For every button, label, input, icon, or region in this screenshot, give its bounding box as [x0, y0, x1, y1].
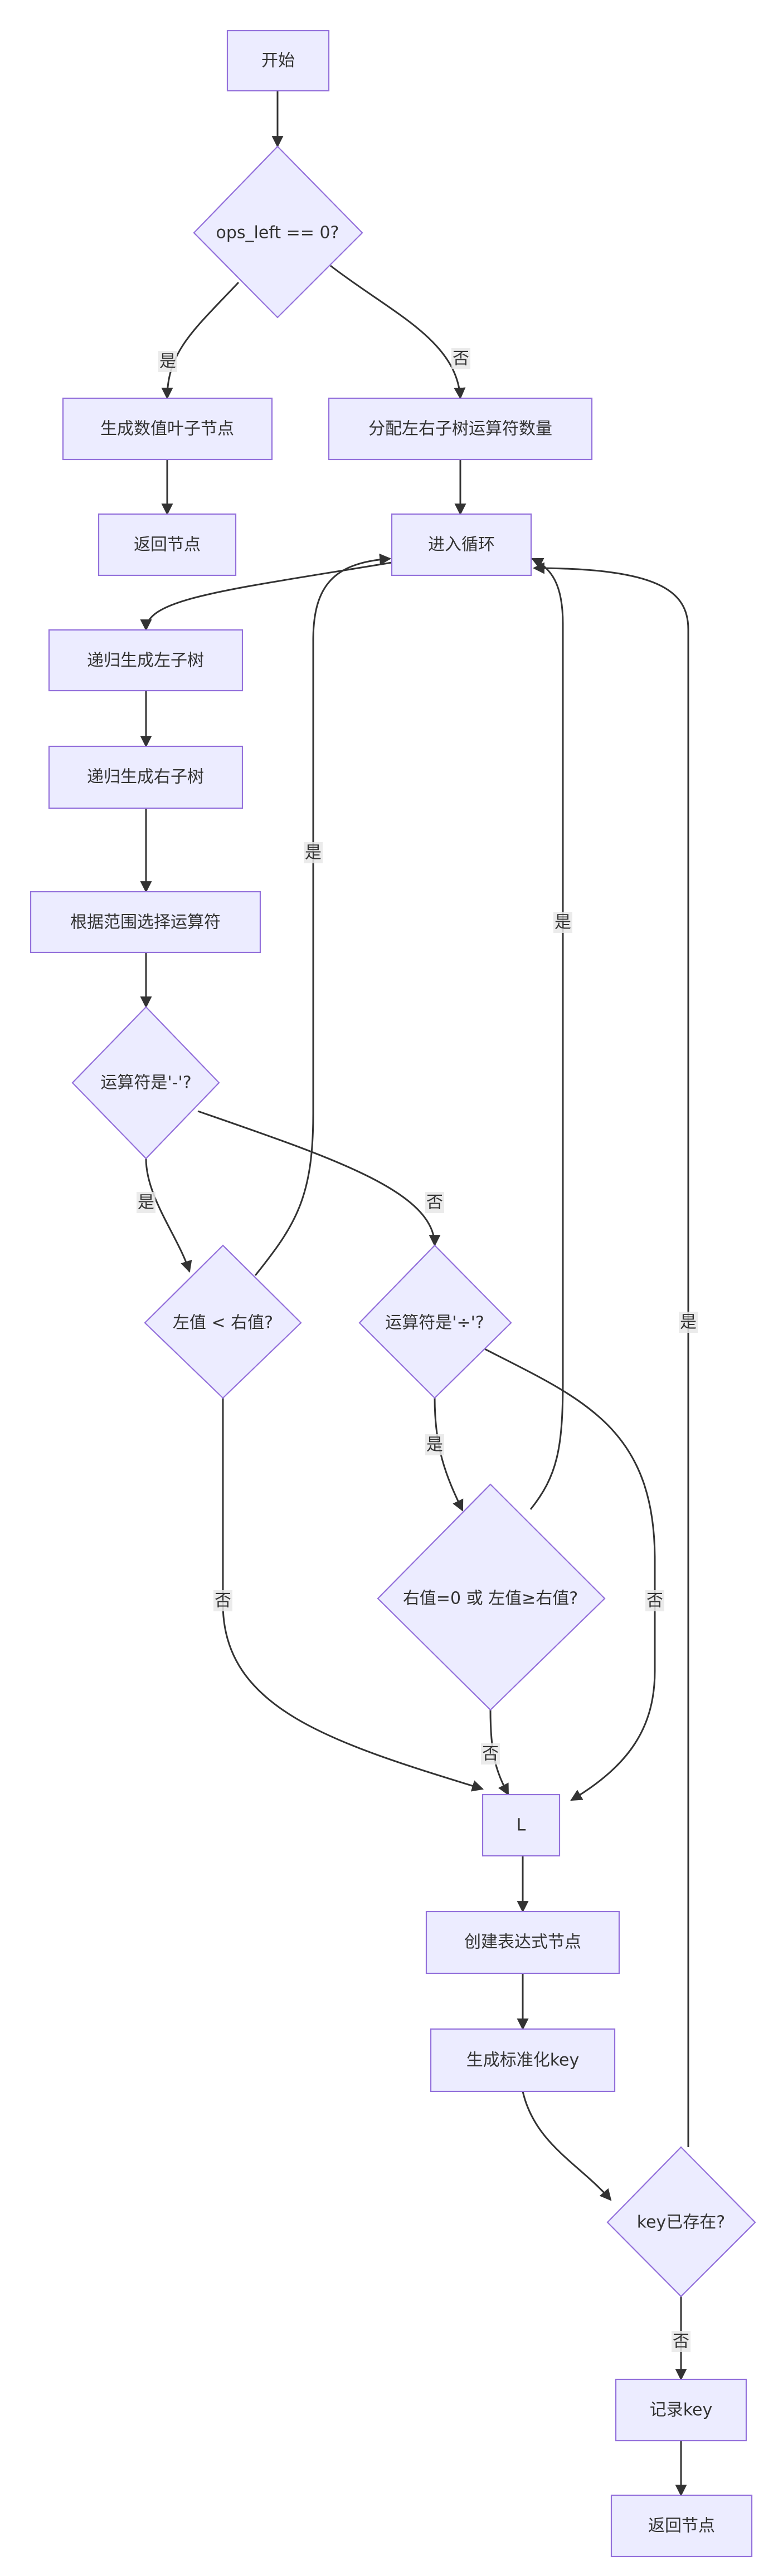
node-op-div-check-label: 运算符是'÷'?: [385, 1313, 484, 1333]
node-enter-loop: 进入循环: [391, 513, 532, 576]
edge-div-L: [482, 1347, 656, 1801]
node-return-2-label: 返回节点: [648, 2516, 715, 2536]
node-key-exists: key已存在?: [606, 2146, 756, 2298]
nodes: 开始 ops_left == 0? 生成数值叶子节点 分配左右子树运算符数量 返…: [30, 30, 756, 2558]
node-gen-right: 递归生成右子树: [48, 745, 244, 809]
edge-ops-alloc: [330, 265, 466, 400]
edge-minus-lt: [145, 1158, 192, 1273]
node-L: L: [482, 1793, 561, 1857]
edge-lt-L: [222, 1398, 484, 1792]
node-div-invalid-check-label: 右值=0 或 左值≥右值?: [403, 1589, 578, 1609]
edge-label-key-no: 否: [672, 2331, 690, 2352]
edge-label-minus-yes-text: 是: [138, 1193, 154, 1213]
edge-loop-left: [140, 561, 392, 632]
edge-label-lt-yes: 是: [304, 842, 323, 863]
edge-label-ops-yes: 是: [158, 351, 177, 372]
edge-label-key-yes-text: 是: [680, 1313, 697, 1332]
node-start-label: 开始: [261, 51, 295, 71]
edge-label-invalid-yes: 是: [553, 912, 572, 933]
edge-label-minus-no-text: 否: [426, 1193, 443, 1213]
edge-label-invalid-no: 否: [481, 1743, 500, 1764]
node-op-div-check: 运算符是'÷'?: [358, 1244, 512, 1399]
edge-minus-div: [197, 1110, 441, 1247]
edge-label-lt-no: 否: [213, 1590, 232, 1611]
node-choose-op: 根据范围选择运算符: [30, 891, 261, 954]
edge-label-invalid-yes-text: 是: [555, 913, 571, 932]
node-return-1: 返回节点: [98, 513, 237, 576]
node-gen-right-label: 递归生成右子树: [87, 768, 204, 787]
node-L-label: L: [517, 1816, 526, 1835]
edge-label-lt-yes-text: 是: [305, 843, 322, 863]
edge-label-div-no-text: 否: [646, 1591, 663, 1611]
edge-label-div-yes: 是: [425, 1434, 444, 1455]
edge-label-div-no: 否: [645, 1590, 664, 1611]
edge-label-minus-no: 否: [425, 1192, 444, 1213]
edge-invalid-loop: [529, 558, 564, 1510]
node-enter-loop-label: 进入循环: [428, 535, 495, 555]
node-gen-key-label: 生成标准化key: [466, 2051, 580, 2070]
node-gen-leaf-label: 生成数值叶子节点: [100, 419, 234, 439]
edge-label-minus-yes: 是: [137, 1192, 155, 1213]
node-op-minus-check-label: 运算符是'-'?: [100, 1073, 191, 1093]
node-left-lt-right: 左值 < 右值?: [144, 1244, 302, 1399]
edge-div-invalid: [434, 1397, 464, 1512]
edge-key-exists: [522, 2091, 612, 2201]
edge-ops-leaf: [161, 281, 240, 400]
node-ops-left-check-label: ops_left == 0?: [216, 223, 339, 243]
edge-label-ops-no-text: 否: [453, 349, 469, 369]
edge-label-lt-no-text: 否: [215, 1591, 231, 1611]
node-start: 开始: [226, 30, 330, 92]
edge-label-ops-no: 否: [451, 348, 470, 369]
node-key-exists-label: key已存在?: [637, 2213, 725, 2232]
node-gen-leaf: 生成数值叶子节点: [62, 397, 273, 461]
edge-lt-loop: [254, 553, 392, 1276]
edge-label-key-no-text: 否: [673, 2332, 689, 2352]
node-alloc-ops: 分配左右子树运算符数量: [328, 397, 593, 461]
edge-label-ops-yes-text: 是: [159, 352, 176, 372]
node-record-key-label: 记录key: [650, 2401, 713, 2420]
node-div-invalid-check: 右值=0 或 左值≥右值?: [377, 1483, 606, 1711]
node-gen-key: 生成标准化key: [430, 2028, 616, 2093]
node-gen-left-label: 递归生成左子树: [87, 651, 204, 671]
edge-exists-loop: [532, 562, 689, 2147]
node-gen-left: 递归生成左子树: [48, 629, 244, 692]
edge-labels: 是 否 是 否 是 否 是 否: [137, 348, 698, 2352]
node-return-2: 返回节点: [610, 2494, 753, 2558]
node-record-key: 记录key: [615, 2378, 747, 2442]
node-create-expr: 创建表达式节点: [425, 1910, 620, 1974]
node-left-lt-right-label: 左值 < 右值?: [173, 1313, 273, 1333]
edges: [140, 91, 689, 2497]
edge-label-key-yes: 是: [679, 1312, 698, 1333]
edge-label-div-yes-text: 是: [426, 1435, 443, 1455]
node-op-minus-check: 运算符是'-'?: [71, 1006, 220, 1160]
node-return-1-label: 返回节点: [134, 535, 201, 555]
node-ops-left-check: ops_left == 0?: [193, 145, 363, 319]
node-choose-op-label: 根据范围选择运算符: [70, 913, 221, 932]
edge-label-invalid-no-text: 否: [482, 1744, 499, 1764]
node-create-expr-label: 创建表达式节点: [464, 1933, 581, 1952]
node-alloc-ops-label: 分配左右子树运算符数量: [368, 419, 552, 439]
